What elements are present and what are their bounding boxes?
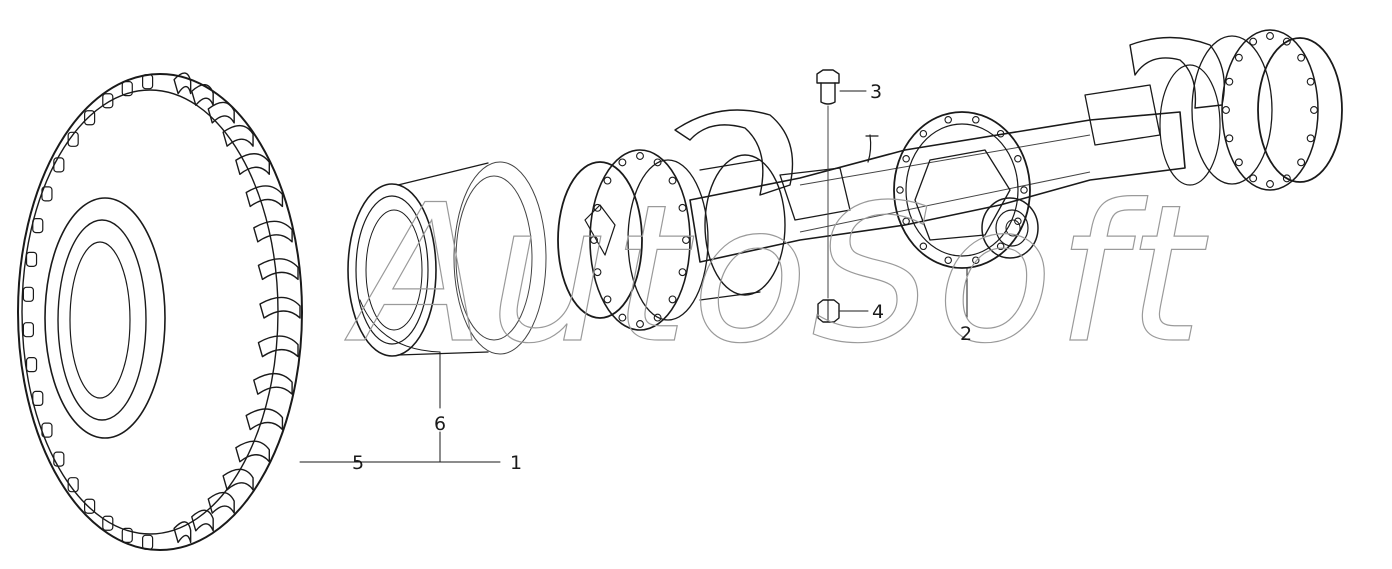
bolt-head (902, 217, 910, 225)
bolt-head (944, 256, 952, 264)
sidewall-lug (102, 93, 114, 109)
tread-lug (191, 84, 214, 106)
bolt-head (593, 268, 602, 277)
tread-lug (173, 521, 192, 544)
bolt-head (919, 129, 928, 138)
bolt-head (1014, 217, 1022, 225)
sidewall-lug (121, 527, 133, 543)
callout-2: 2 (960, 323, 972, 345)
bolt-head (1297, 158, 1306, 167)
sidewall-lug (32, 218, 44, 234)
bolt-head (590, 236, 598, 244)
sidewall-lug (32, 390, 44, 406)
sidewall-lug (121, 81, 133, 97)
tread-lug (257, 335, 299, 358)
bolt-head (919, 242, 928, 251)
sidewall-lug (142, 74, 154, 90)
bolt-head (972, 116, 980, 124)
bolt-head (636, 320, 644, 328)
bolt-head (1310, 106, 1318, 114)
watermark: AutoSoft (344, 164, 1209, 385)
sidewall-lug (53, 157, 65, 173)
bolt-part (816, 69, 840, 105)
sidewall-lug (84, 110, 96, 126)
bolt-head (618, 313, 627, 322)
sidewall-lug (84, 498, 96, 514)
tread-lug (222, 468, 254, 491)
tread-lug (191, 509, 214, 532)
sidewall-lug (22, 286, 34, 302)
nut-part (817, 299, 840, 323)
bolt-head (668, 176, 677, 185)
bolt-head (1282, 37, 1291, 46)
bolt-head (944, 116, 952, 124)
tread-lug (222, 124, 254, 147)
bolt-head (1249, 174, 1258, 183)
bolt-head (668, 295, 677, 304)
bolt-head (678, 203, 687, 212)
bolt-head (653, 313, 662, 322)
bolt-head (1266, 180, 1274, 188)
sidewall-lug (67, 477, 79, 493)
bolt-head (1249, 37, 1258, 46)
sidewall-lug (25, 251, 38, 267)
bolt-head (682, 236, 690, 244)
tread-lug (257, 258, 299, 281)
drive-axle-assembly-part (557, 29, 1343, 331)
bolt-head (896, 186, 904, 194)
bolt-head (653, 158, 662, 167)
tread-lug (245, 185, 284, 208)
callout-6: 6 (434, 413, 446, 435)
bolt-head (603, 176, 612, 185)
callout-3: 3 (870, 81, 882, 103)
bolt-head (1282, 174, 1291, 183)
bolt-head (996, 129, 1005, 138)
bolt-head (996, 242, 1005, 251)
tread-lug (253, 372, 293, 395)
callout-4: 4 (872, 301, 884, 323)
tread-lug (207, 491, 235, 514)
bolt-head (618, 158, 627, 167)
bolt-head (1225, 77, 1234, 86)
sidewall-lug (22, 322, 34, 338)
sidewall-lug (41, 186, 53, 202)
sidewall-lug (25, 357, 38, 373)
tread-lug (259, 296, 301, 319)
tread-lug (235, 153, 270, 175)
wheel-rim-part (347, 161, 547, 357)
bolt-head (1020, 186, 1028, 194)
bolt-head (593, 203, 602, 212)
bolt-head (1297, 53, 1306, 62)
bolt-head (678, 268, 687, 277)
callout-1: 1 (510, 452, 522, 474)
bolt-head (1306, 134, 1315, 143)
bolt-head (603, 295, 612, 304)
tread-lug (235, 440, 270, 463)
sidewall-lug (102, 515, 114, 531)
tread-lug (245, 408, 284, 431)
callout-5: 5 (352, 452, 364, 474)
bolt-head (1266, 32, 1274, 40)
sidewall-lug (41, 422, 53, 438)
bolt-head (1234, 53, 1243, 62)
bolt-head (902, 155, 910, 163)
tread-lug (173, 72, 192, 95)
bolt-head (1014, 155, 1022, 163)
bolt-head (1234, 158, 1243, 167)
bolt-head (1225, 134, 1234, 143)
tread-lug (207, 101, 235, 124)
leader-lines (299, 90, 968, 463)
bolt-head (1222, 106, 1230, 114)
sidewall-lug (53, 451, 65, 467)
tread-lug (253, 220, 293, 243)
sidewall-lug (67, 131, 79, 147)
tire-part (17, 72, 303, 551)
bolt-head (636, 152, 644, 160)
bolt-head (972, 256, 980, 264)
sidewall-lug (142, 534, 154, 550)
bolt-head (1306, 77, 1315, 86)
